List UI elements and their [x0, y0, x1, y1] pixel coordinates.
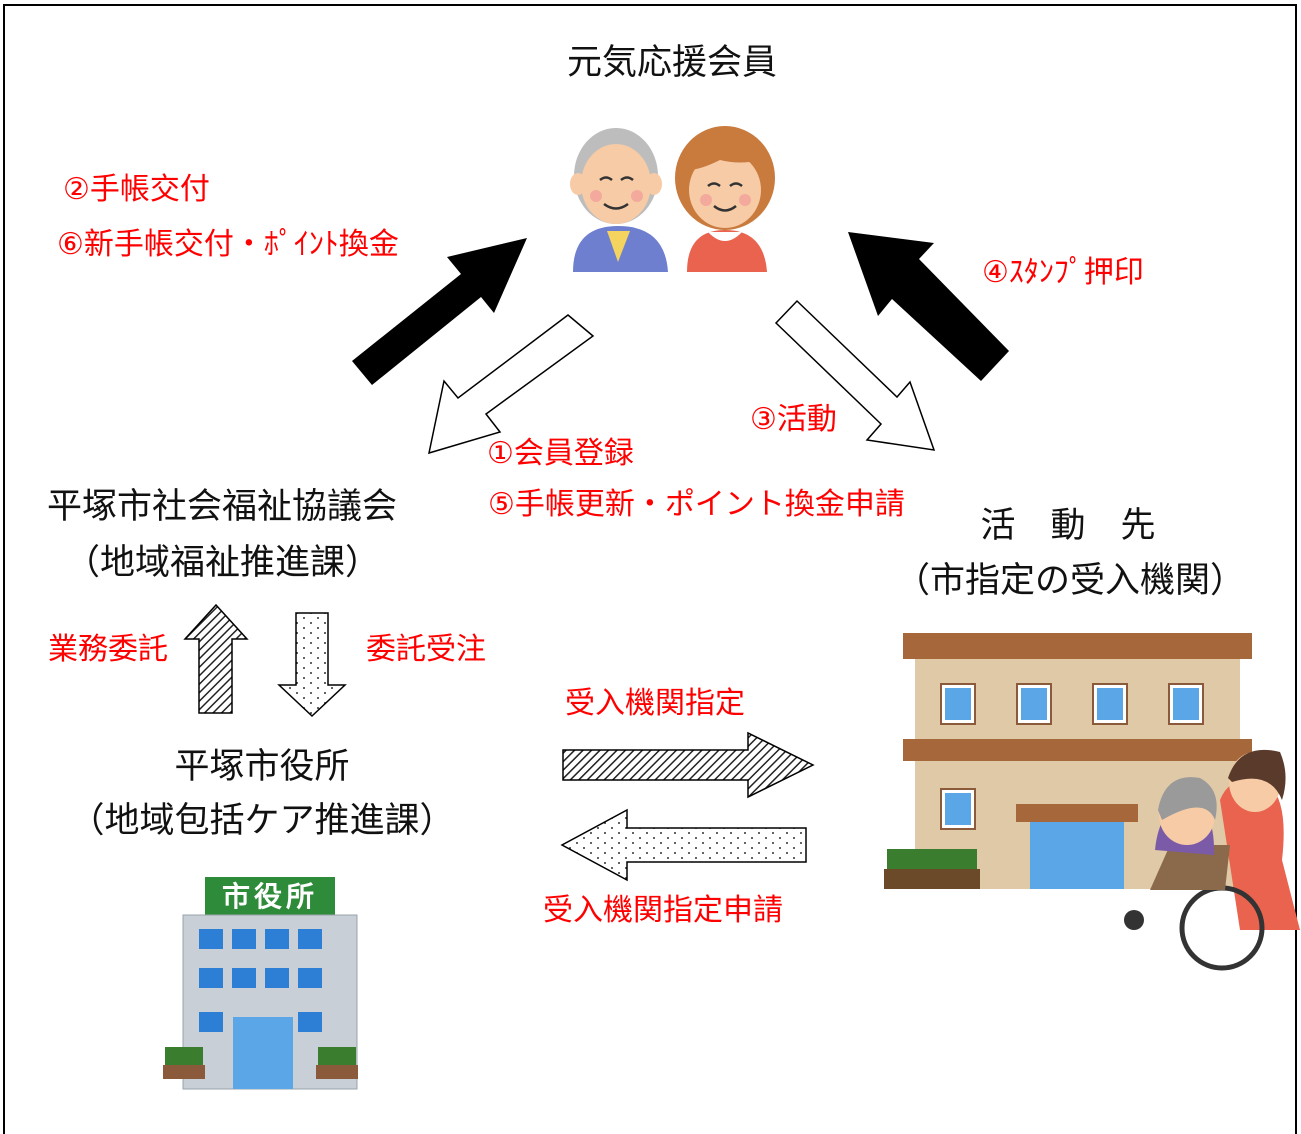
council-name: 平塚市社会福祉協議会: [47, 487, 398, 527]
arrow-stamp-to-member: [848, 232, 1009, 381]
city-hall-sign: 市役所: [221, 880, 319, 913]
couple-illustration: [570, 126, 775, 272]
designate-label: 受入機関指定: [565, 686, 745, 721]
arrow-designate-right: [562, 731, 815, 799]
step-6-label: ⑥新手帳交付・ﾎﾟｲﾝﾄ換金: [57, 227, 399, 262]
council-dept: （地域福祉推進課）: [65, 543, 381, 583]
step-3-label: ③活動: [750, 402, 837, 437]
step-2-label: ②手帳交付: [63, 172, 210, 207]
facility-dept: （市指定の受入機関）: [894, 561, 1246, 601]
city-hall-illustration: [163, 877, 358, 1090]
arrow-register-to-council: [428, 314, 595, 455]
city-dept: （地域包括ケア推進課）: [69, 801, 455, 841]
arrow-apply-left: [560, 808, 807, 882]
entrust-label: 業務委託: [48, 632, 168, 667]
accept-label: 委託受注: [366, 632, 486, 667]
facility-name: 活 動 先: [980, 506, 1156, 546]
arrow-issue-to-member: [352, 238, 527, 385]
arrow-activity-to-facility: [774, 299, 936, 451]
step-5-label: ⑤手帳更新・ポイント換金申請: [488, 487, 905, 522]
step-4-label: ④ｽﾀﾝﾌﾟ押印: [982, 255, 1144, 290]
facility-illustration: [884, 633, 1300, 971]
city-name: 平塚市役所: [174, 747, 350, 787]
arrow-accept-down: [277, 612, 347, 718]
arrow-entrust-up: [183, 603, 249, 714]
diagram-title: 元気応援会員: [566, 43, 778, 83]
step-1-label: ①会員登録: [487, 436, 634, 471]
apply-label: 受入機関指定申請: [543, 893, 783, 928]
diagram-frame: [3, 4, 1297, 1134]
